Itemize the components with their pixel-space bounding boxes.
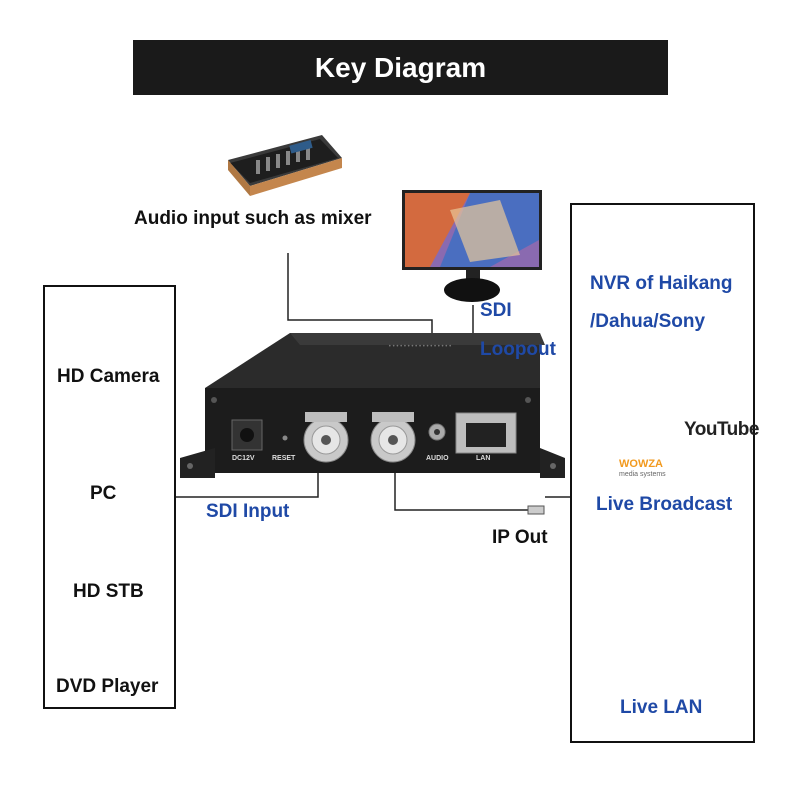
port-audio-label: AUDIO — [426, 455, 449, 462]
output-targets-panel — [570, 203, 755, 743]
youtube-label: YouTube — [684, 419, 759, 440]
port-dc-label: DC12V — [232, 455, 255, 462]
port-lan-label: LAN — [476, 455, 491, 462]
nvr-label-line1: NVR of Haikang — [590, 273, 733, 294]
hd-stb-label: HD STB — [73, 581, 144, 602]
sdi-input-label: SDI Input — [206, 501, 290, 522]
ip-out-cable — [394, 468, 530, 511]
loopout-label: Loopout — [480, 339, 556, 360]
audio-mixer-image — [228, 135, 342, 196]
port-reset-label: RESET — [272, 455, 296, 462]
pc-label: PC — [90, 483, 117, 504]
monitor-image — [402, 190, 542, 302]
audio-input-label: Audio input such as mixer — [134, 208, 372, 229]
dvd-player-label: DVD Player — [56, 676, 159, 697]
title-bar: Key Diagram — [133, 40, 668, 95]
page-title: Key Diagram — [314, 51, 487, 83]
live-broadcast-label: Live Broadcast — [596, 494, 733, 515]
nvr-label-line2: /Dahua/Sony — [590, 311, 706, 332]
svg-text:• • • • • • • • • • • • • • •: • • • • • • • • • • • • • • • • • — [389, 344, 451, 350]
sdi-label: SDI — [480, 300, 512, 321]
wowza-sub-label: media systems — [619, 471, 666, 478]
ip-out-label: IP Out — [492, 527, 548, 548]
rj45-plug — [527, 505, 545, 515]
audio-cable — [287, 253, 433, 338]
wowza-label: WOWZA — [619, 458, 663, 470]
input-sources-panel — [43, 285, 176, 709]
live-lan-label: Live LAN — [620, 697, 703, 718]
hd-camera-label: HD Camera — [57, 366, 160, 387]
encoder-device — [180, 333, 565, 478]
